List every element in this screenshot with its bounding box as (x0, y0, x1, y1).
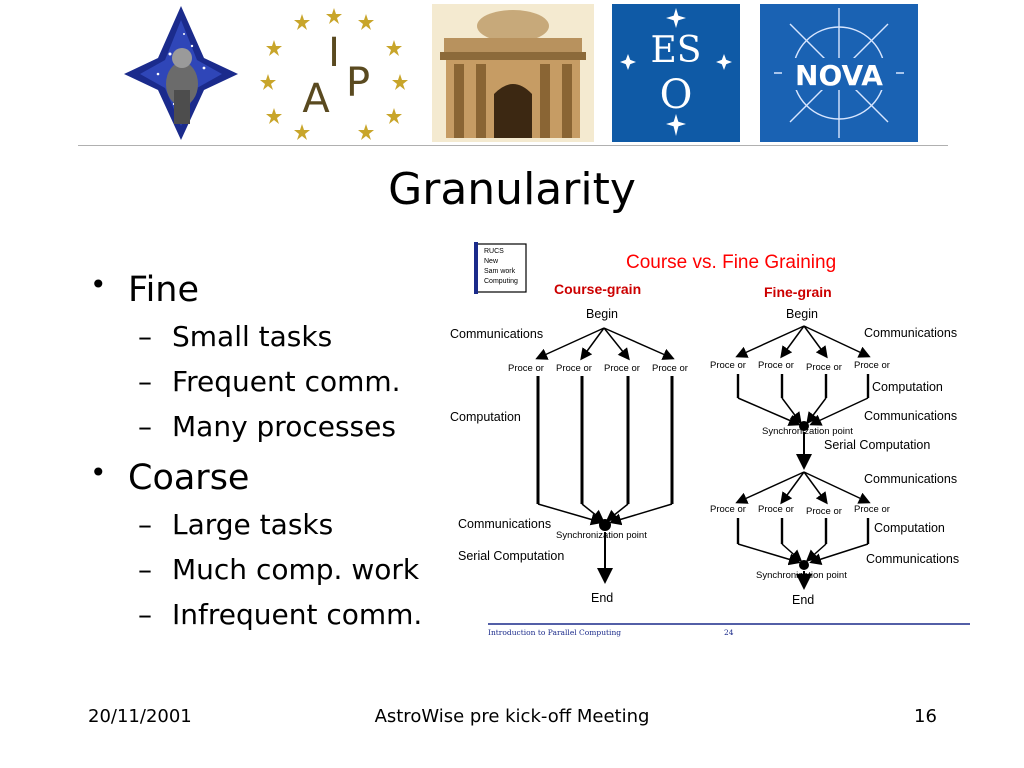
badge-line: New (484, 258, 499, 265)
fine-communications-4: Communications (866, 552, 959, 566)
slide-title: Granularity (388, 164, 636, 215)
sub-bullet-label: Many processes (172, 410, 396, 443)
fine-communications-3: Communications (864, 472, 957, 486)
badge-line: Sam work (484, 268, 516, 275)
diagram-title: Course vs. Fine Graining (626, 252, 836, 273)
bullet-coarse: • Coarse (90, 456, 250, 498)
coarse-heading: Course-grain (554, 281, 641, 297)
coarse-end: End (591, 591, 613, 605)
fine-communications-1: Communications (864, 326, 957, 340)
coarse-processor-3: Proce or (604, 363, 640, 374)
sub-bullet: –Many processes (138, 410, 396, 443)
fine-processor-1: Proce or (710, 360, 746, 371)
badge-line: RUCS (484, 248, 504, 255)
coarse-processor-1: Proce or (508, 363, 544, 374)
sub-bullet: –Small tasks (138, 320, 333, 353)
fine-sync-point-2: Synchronization point (756, 570, 847, 581)
fine-processor-2: Proce or (758, 360, 794, 371)
fine-sync-point-1: Synchronization point (762, 426, 853, 437)
fine-begin: Begin (786, 307, 818, 321)
footer-date: 20/11/2001 (88, 706, 192, 727)
coarse-sync-point: Synchronization point (556, 530, 647, 541)
fine-communications-2: Communications (864, 409, 957, 423)
fine-processor-4: Proce or (854, 360, 890, 371)
fine-serial-computation: Serial Computation (824, 438, 930, 452)
granularity-diagram: RUCS New Sam work Computing Course vs. F… (446, 240, 980, 642)
eso-letter-o: O (660, 72, 693, 118)
footer-page-number: 16 (914, 706, 937, 727)
bullet-dot-icon: • (90, 456, 107, 489)
fine-processor-8: Proce or (854, 504, 890, 515)
fine-processor-7: Proce or (806, 506, 842, 517)
sub-bullet: –Infrequent comm. (138, 598, 423, 631)
fine-processor-3: Proce or (806, 362, 842, 373)
sub-bullet-label: Small tasks (172, 320, 333, 353)
nova-text: NOVA (795, 59, 883, 92)
eso-letters-es: ES (651, 30, 702, 71)
sub-bullet: –Frequent comm. (138, 365, 401, 398)
coarse-processor-2: Proce or (556, 363, 592, 374)
iap-logo: I A P (258, 4, 410, 142)
diagram-footer-left: Introduction to Parallel Computing (488, 628, 621, 637)
coarse-begin: Begin (586, 307, 618, 321)
nova-logo: NOVA (760, 4, 918, 142)
header-divider (78, 145, 948, 146)
fine-computation-2: Computation (874, 521, 945, 535)
fine-end: End (792, 593, 814, 607)
fine-heading: Fine-grain (764, 284, 832, 300)
coarse-communications-bottom: Communications (458, 517, 551, 531)
iap-letter-a: A (302, 76, 330, 122)
sub-bullet: –Much comp. work (138, 553, 420, 586)
coarse-serial-computation: Serial Computation (458, 549, 564, 563)
badge-line: Computing (484, 278, 518, 285)
iap-letter-i: I (328, 30, 340, 76)
coarse-processor-4: Proce or (652, 363, 688, 374)
coarse-computation: Computation (450, 410, 521, 424)
coarse-communications-top: Communications (450, 327, 543, 341)
bullet-dot-icon: • (90, 268, 107, 301)
sub-bullet: –Large tasks (138, 508, 334, 541)
eso-logo: ES O (612, 4, 740, 142)
sub-bullet-label: Infrequent comm. (172, 598, 423, 631)
fine-processor-6: Proce or (758, 504, 794, 515)
fine-computation-1: Computation (872, 380, 943, 394)
bullet-fine-label: Fine (128, 270, 200, 310)
observatory-building-logo (432, 4, 594, 142)
diagram-footer-page: 24 (724, 628, 734, 637)
iap-star-logo (122, 4, 240, 142)
iap-letter-p: P (346, 60, 370, 106)
sub-bullet-label: Large tasks (172, 508, 334, 541)
sub-bullet-label: Frequent comm. (172, 365, 401, 398)
footer-meeting: AstroWise pre kick-off Meeting (374, 706, 650, 727)
rucs-badge (475, 243, 527, 293)
bullet-fine: • Fine (90, 268, 200, 310)
sub-bullet-label: Much comp. work (172, 553, 420, 586)
bullet-coarse-label: Coarse (128, 458, 250, 498)
fine-processor-5: Proce or (710, 504, 746, 515)
